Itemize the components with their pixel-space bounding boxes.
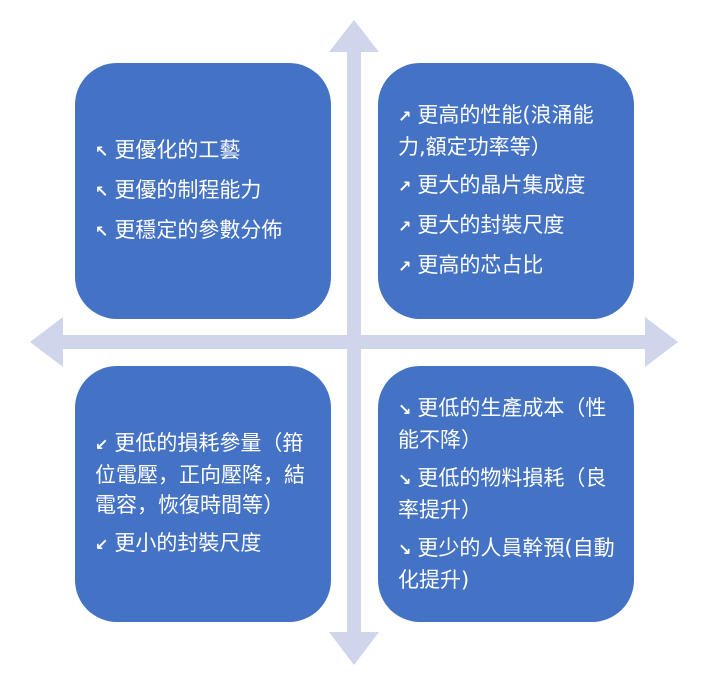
list-item: ↙更低的損耗參量（箝位電壓，正向壓降，結電容，恢復時間等） [95,428,313,520]
list-item: ↘更低的生產成本（性能不降） [398,393,616,455]
list-item: ↘更少的人員幹預(自動化提升) [398,533,616,595]
item-text: 更高的芯占比 [417,253,544,277]
list-item: ↗更高的性能(浪涌能力,額定功率等） [398,100,616,162]
quadrant-bottom-left: ↙更低的損耗參量（箝位電壓，正向壓降，結電容，恢復時間等） ↙更小的封裝尺度 [75,366,331,622]
list-item: ↘更低的物料損耗（良率提升） [398,463,616,525]
list-item: ↖ 更優的制程能力 [95,175,313,207]
arrow-up-left-icon: ↖ [95,182,109,201]
arrow-up-left-icon: ↖ [95,222,109,241]
arrow-down-left-icon: ↙ [95,535,109,554]
list-item: ↗ 更高的芯占比 [398,250,616,282]
item-text: 更大的封裝尺度 [417,213,565,237]
item-text: 更小的封裝尺度 [114,531,262,555]
item-text: 更穩定的參數分佈 [114,218,283,242]
quadrant-bottom-right: ↘更低的生產成本（性能不降） ↘更低的物料損耗（良率提升） ↘更少的人員幹預(自… [378,366,634,622]
arrow-up-right-icon: ↗ [398,107,412,126]
arrow-up-right-icon: ↗ [398,177,412,196]
list-item: ↙ 更小的封裝尺度 [95,528,313,560]
arrow-down-right-icon: ↘ [398,540,412,559]
arrow-up-right-icon: ↗ [398,257,412,276]
item-text: 更低的生產成本（性能不降） [398,396,607,452]
arrow-up-right-icon: ↗ [398,217,412,236]
item-text: 更大的晶片集成度 [417,173,586,197]
item-text: 更低的物料損耗（良率提升） [398,466,607,522]
arrow-down-right-icon: ↘ [398,470,412,489]
item-text: 更少的人員幹預(自動化提升) [398,536,615,592]
arrow-down-left-icon: ↙ [95,435,109,454]
quadrant-top-left: ↖ 更優化的工藝 ↖ 更優的制程能力 ↖ 更穩定的參數分佈 [75,63,331,319]
list-item: ↗ 更大的封裝尺度 [398,210,616,242]
item-text: 更優的制程能力 [114,178,262,202]
item-text: 更高的性能(浪涌能力,額定功率等） [398,103,594,159]
quadrant-top-right: ↗更高的性能(浪涌能力,額定功率等） ↗更大的晶片集成度 ↗更大的封裝尺度 ↗更… [378,63,634,319]
arrow-down-right-icon: ↘ [398,400,412,419]
list-item: ↖ 更優化的工藝 [95,135,313,167]
arrow-up-left-icon: ↖ [95,142,109,161]
list-item: ↖ 更穩定的參數分佈 [95,215,313,247]
horizontal-double-arrow [30,317,678,367]
list-item: ↗ 更大的晶片集成度 [398,170,616,202]
item-text: 更優化的工藝 [114,138,241,162]
item-text: 更低的損耗參量（箝位電壓，正向壓降，結電容，恢復時間等） [95,431,305,517]
